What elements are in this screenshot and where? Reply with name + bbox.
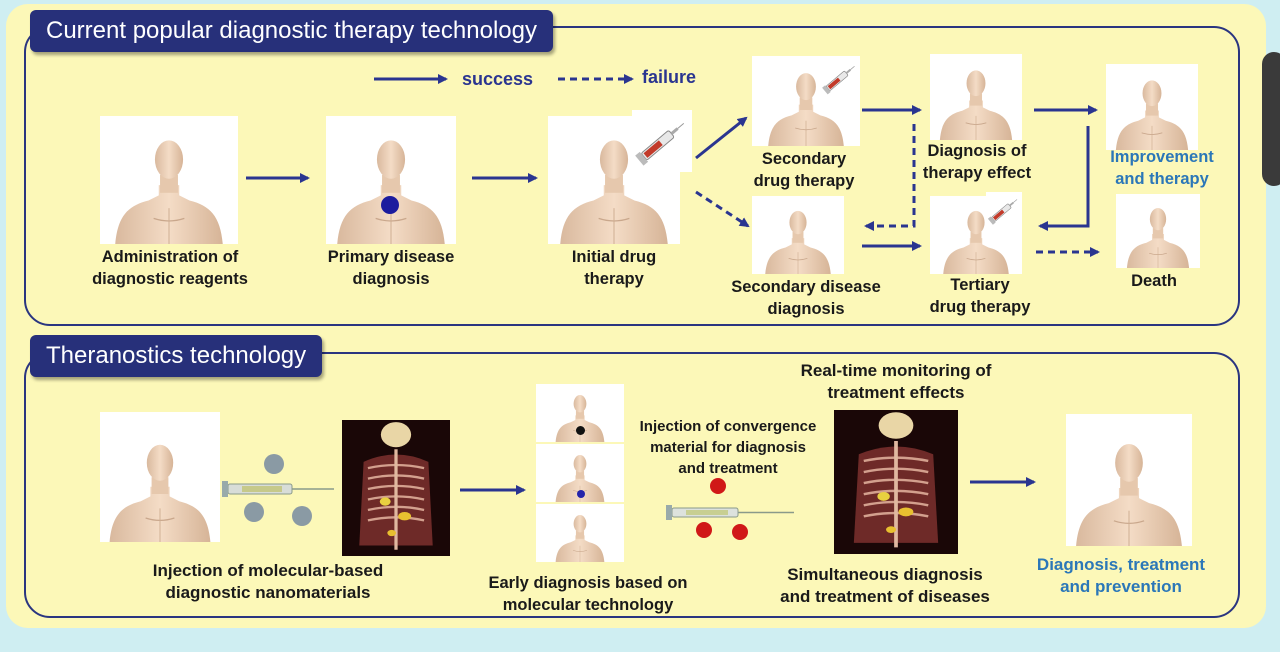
disease-marker-dot	[381, 196, 399, 214]
body-figure-primary-diagnosis	[326, 116, 456, 244]
body-figure-improvement	[1106, 64, 1198, 150]
body-figure-death	[1116, 194, 1200, 268]
label-nano-injection: Injection of molecular-based diagnostic …	[152, 561, 384, 602]
label-secondary-diagnosis: Secondary disease diagnosis	[731, 278, 881, 318]
label-convergence: Injection of convergence material for di…	[639, 418, 817, 477]
label-secondary-therapy: Secondary drug therapy	[753, 150, 855, 190]
syringe-icon	[820, 56, 860, 100]
pet-scan-image	[834, 410, 958, 554]
body-figure-outcome	[1066, 414, 1192, 546]
body-figure-diagnosis-effect	[930, 54, 1022, 140]
label-death: Death	[1131, 272, 1177, 290]
body-figure-nano-injection	[100, 412, 220, 542]
convergence-syringe-icon	[664, 476, 796, 548]
early-marker-dot	[576, 426, 585, 435]
theranostics-title: Theranostics technology	[30, 335, 323, 377]
label-improvement: Improvement and therapy	[1110, 148, 1214, 188]
legend-failure-label: failure	[642, 67, 697, 87]
body-figure-secondary-diagnosis	[752, 196, 844, 274]
syringe-icon	[632, 110, 692, 172]
pet-scan-image	[342, 420, 450, 556]
syringe-icon	[986, 192, 1022, 228]
current-technology-frame	[24, 26, 1240, 326]
theranostics-frame	[24, 352, 1240, 618]
label-primary-diagnosis: Primary disease diagnosis	[327, 248, 455, 288]
body-figure-early-dot-3	[536, 504, 624, 562]
side-panel-tab[interactable]	[1262, 52, 1280, 186]
label-initial-therapy: Initial drug therapy	[571, 248, 657, 288]
label-early-diagnosis: Early diagnosis based on molecular techn…	[488, 574, 688, 614]
label-monitoring: Real-time monitoring of treatment effect…	[800, 361, 992, 402]
current-technology-title: Current popular diagnostic therapy techn…	[30, 10, 553, 52]
label-administration: Administration of diagnostic reagents	[92, 248, 248, 288]
label-tertiary-therapy: Tertiary drug therapy	[929, 276, 1031, 316]
body-figure-administration	[100, 116, 238, 244]
legend-success-label: success	[462, 69, 534, 89]
nanomaterial-syringe-icon	[220, 448, 336, 532]
label-outcome: Diagnosis, treatment and prevention	[1036, 555, 1206, 596]
label-simultaneous: Simultaneous diagnosis and treatment of …	[780, 565, 990, 606]
early-marker-dot	[577, 490, 585, 498]
label-diagnosis-effect: Diagnosis of therapy effect	[922, 142, 1032, 182]
